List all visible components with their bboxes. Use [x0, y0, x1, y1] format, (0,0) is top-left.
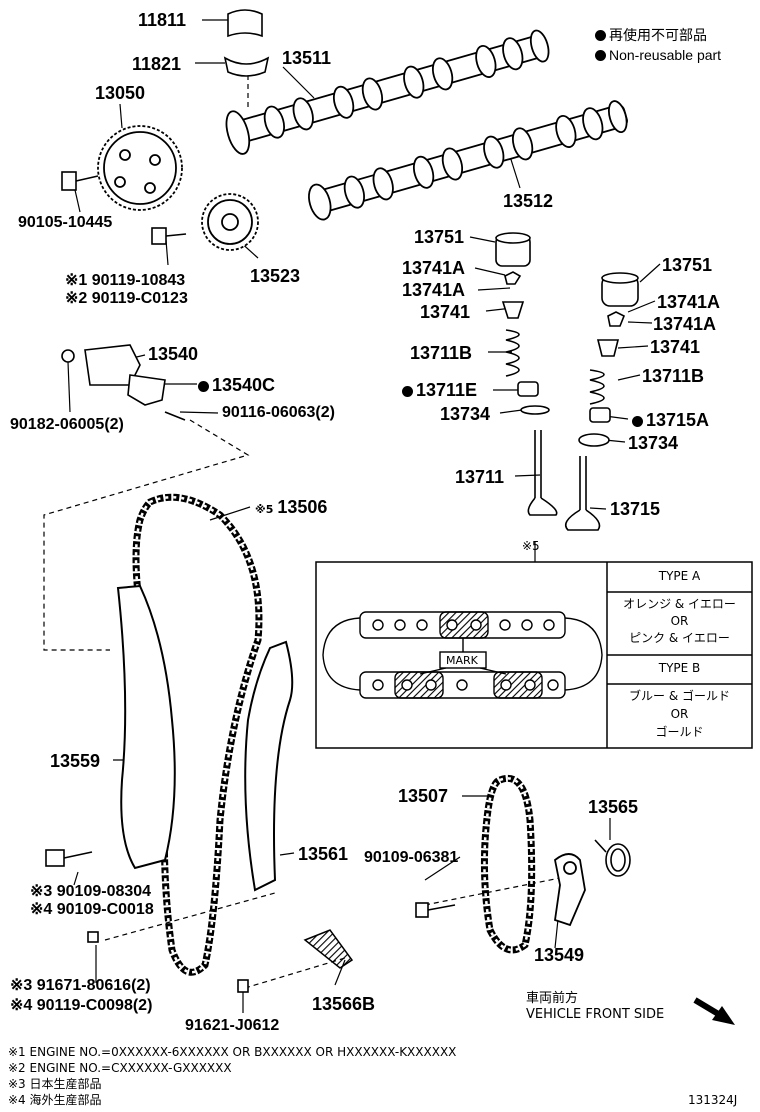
part-label-13561[interactable]: 13561 [298, 844, 349, 864]
chain-detail-ref: ※5 [522, 539, 540, 553]
part-label-13540[interactable]: 13540 [148, 344, 199, 364]
non-reusable-dot-icon [402, 386, 413, 397]
part-label-13741-left[interactable]: 13741 [420, 302, 471, 322]
part-label-13566B[interactable]: 13566B [312, 994, 376, 1014]
type-a-header: TYPE A [658, 569, 701, 583]
part-label-13741A-left-1[interactable]: 13741A [402, 258, 466, 278]
part-label-13741A-right-2[interactable]: 13741A [653, 314, 717, 334]
legend-en-text: Non-reusable part [609, 47, 722, 63]
part-label-13715A-text: 13715A [646, 410, 710, 430]
vehicle-front-en: VEHICLE FRONT SIDE [526, 1007, 665, 1022]
part-label-13540C[interactable]: 13540C [198, 376, 275, 394]
part-label-13523[interactable]: 13523 [250, 266, 301, 286]
footnote-1: ※1 ENGINE NO.=0XXXXXX-6XXXXXX OR BXXXXXX… [8, 1045, 457, 1059]
legend-jp: 再使用不可部品 [595, 28, 707, 42]
part-label-13711[interactable]: 13711 [455, 467, 505, 487]
non-reusable-dot-icon [632, 416, 643, 427]
vehicle-front-jp: 車両前方 [526, 991, 579, 1006]
part-label-13549[interactable]: 13549 [534, 945, 585, 965]
footnote-3: ※3 日本生産部品 [8, 1077, 102, 1091]
part-label-13734-left[interactable]: 13734 [440, 404, 491, 424]
part-label-13715[interactable]: 13715 [610, 499, 661, 519]
part-label-13711E[interactable]: 13711E [402, 381, 477, 399]
diagram-id: 131324J [688, 1093, 738, 1107]
part-label-13751-left[interactable]: 13751 [414, 227, 465, 247]
part-label-11821[interactable]: 11821 [132, 54, 182, 74]
type-a-or: OR [670, 614, 689, 628]
part-label-13741A-right-1[interactable]: 13741A [657, 292, 721, 312]
non-reusable-dot-icon [595, 30, 606, 41]
part-label-91671-80616[interactable]: ※3 91671-80616(2) [10, 977, 151, 994]
part-label-13507[interactable]: 13507 [398, 786, 449, 806]
part-label-90119-C0123[interactable]: ※2 90119-C0123 [65, 290, 188, 307]
type-b-colors-1: ブルー & ゴールド [629, 689, 730, 703]
part-label-13751-right[interactable]: 13751 [662, 255, 713, 275]
part-label-90119-C0098[interactable]: ※4 90119-C0098(2) [10, 997, 153, 1014]
legend-jp-text: 再使用不可部品 [609, 27, 707, 43]
part-label-90105-10445[interactable]: 90105-10445 [18, 214, 113, 231]
chain-mark-label: MARK [446, 654, 478, 667]
part-label-90182-06005[interactable]: 90182-06005(2) [10, 416, 124, 433]
footnote-2: ※2 ENGINE NO.=CXXXXXX-GXXXXXX [8, 1061, 232, 1075]
part-label-90109-C0018[interactable]: ※4 90109-C0018 [30, 901, 154, 918]
part-label-13711E-text: 13711E [416, 380, 478, 400]
part-label-13050[interactable]: 13050 [95, 83, 146, 103]
part-label-13512[interactable]: 13512 [503, 191, 554, 211]
part-label-90109-06381[interactable]: 90109-06381 [364, 849, 459, 866]
part-label-11811[interactable]: 11811 [138, 10, 187, 30]
type-a-colors-1: オレンジ & イエロー [623, 597, 736, 611]
legend-en: Non-reusable part [595, 48, 721, 62]
type-b-header: TYPE B [658, 661, 701, 675]
part-label-91621-J0612[interactable]: 91621-J0612 [185, 1017, 280, 1034]
part-label-13741A-left-2[interactable]: 13741A [402, 280, 466, 300]
type-b-colors-2: ゴールド [655, 725, 704, 739]
part-label-13741-right[interactable]: 13741 [650, 337, 701, 357]
part-label-13711B-left[interactable]: 13711B [410, 343, 473, 363]
part-label-13506-text: 13506 [277, 497, 328, 517]
part-label-90109-08304[interactable]: ※3 90109-08304 [30, 883, 152, 900]
part-label-13715A[interactable]: 13715A [632, 411, 709, 429]
part-label-13734-right[interactable]: 13734 [628, 433, 679, 453]
non-reusable-dot-icon [595, 50, 606, 61]
type-a-colors-2: ピンク & イエロー [629, 631, 730, 645]
part-label-90116-06063[interactable]: 90116-06063(2) [222, 404, 335, 421]
part-label-13559[interactable]: 13559 [50, 751, 101, 771]
part-label-13565[interactable]: 13565 [588, 797, 639, 817]
part-label-13711B-right[interactable]: 13711B [642, 366, 705, 386]
type-b-or: OR [670, 707, 689, 721]
ref-mark-5: ※5 [255, 503, 274, 516]
part-label-13511[interactable]: 13511 [282, 48, 332, 68]
part-label-90119-10843[interactable]: ※1 90119-10843 [65, 272, 186, 289]
non-reusable-dot-icon [198, 381, 209, 392]
part-label-13540C-text: 13540C [212, 375, 276, 395]
footnote-4: ※4 海外生産部品 [8, 1093, 102, 1107]
